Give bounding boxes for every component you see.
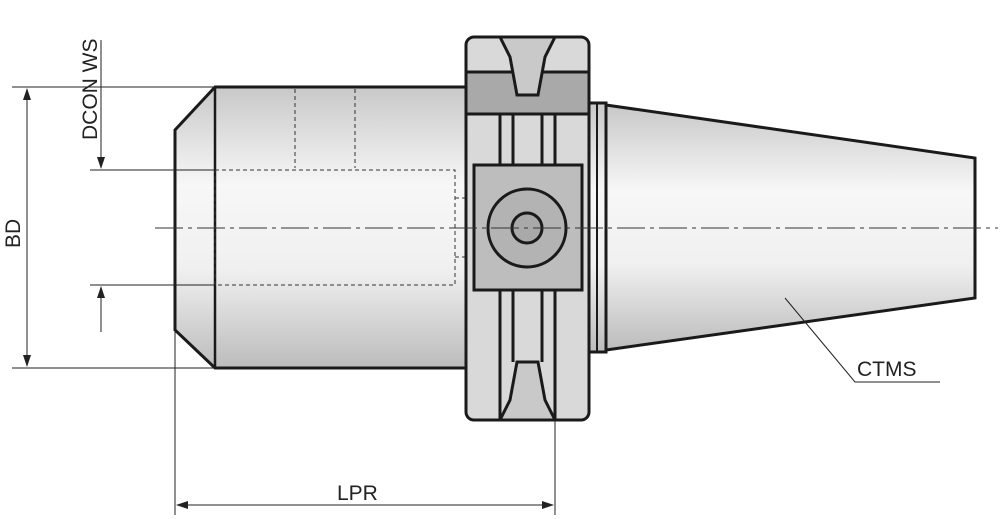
label-lpr: LPR <box>337 482 378 505</box>
leader-ctms <box>784 297 940 383</box>
dimension-dcon-ws <box>90 40 215 332</box>
label-ctms: CTMS <box>857 358 917 381</box>
label-bd: BD <box>2 219 25 248</box>
dimension-lpr <box>174 332 556 515</box>
label-dcon-ws: DCON WS <box>79 39 102 141</box>
dimension-bd <box>12 86 215 369</box>
